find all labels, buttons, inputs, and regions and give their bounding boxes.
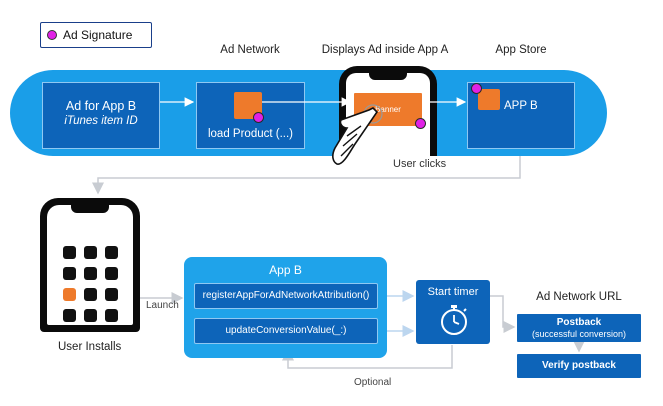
ad-signature-dot-icon xyxy=(471,83,482,94)
start-timer-label: Start timer xyxy=(427,286,479,298)
postback-box: Postback (successful conversion) xyxy=(517,314,641,342)
app-tile xyxy=(63,246,76,259)
postback-subtitle: (successful conversion) xyxy=(531,329,627,339)
optional-label: Optional xyxy=(354,377,392,388)
app-b-title: App B xyxy=(269,263,302,277)
install-phone-screen xyxy=(47,205,133,325)
stopwatch-icon xyxy=(441,305,467,335)
phone-notch xyxy=(369,73,407,80)
register-app-for-ad-network-attribution-button[interactable]: registerAppForAdNetworkAttribution() xyxy=(194,283,378,309)
app-tile xyxy=(84,246,97,259)
itunes-item-id-label: iTunes item ID xyxy=(64,115,138,127)
optional-loop-connector xyxy=(282,345,453,369)
ad-for-app-b-box: Ad for App B iTunes item ID xyxy=(42,82,160,149)
user-clicks-connector xyxy=(92,150,521,195)
app-tile xyxy=(105,309,118,322)
ad-for-app-b-title: Ad for App B xyxy=(65,99,137,113)
app-tile xyxy=(63,267,76,280)
app-tile xyxy=(84,309,97,322)
start-timer-box: Start timer xyxy=(416,280,490,344)
header-displays-ad: Displays Ad inside App A xyxy=(321,44,449,56)
banner-label: Banner xyxy=(375,105,401,114)
hand-cursor-icon xyxy=(332,104,383,165)
ad-signature-dot-icon xyxy=(47,30,57,40)
app-tile xyxy=(105,246,118,259)
user-installs-label: User Installs xyxy=(58,341,122,353)
user-clicks-label: User clicks xyxy=(393,158,447,170)
header-ad-network: Ad Network xyxy=(220,44,280,56)
header-ad-network-url: Ad Network URL xyxy=(536,291,622,303)
postback-title: Postback xyxy=(556,317,602,328)
installed-app-b-tile[interactable] xyxy=(63,288,76,301)
timer-to-postback-arrow xyxy=(490,295,516,333)
app-b-store-label: APP B xyxy=(504,100,538,112)
header-app-store: App Store xyxy=(495,44,547,56)
app-tile xyxy=(105,288,118,301)
app-tile xyxy=(105,267,118,280)
load-product-label: load Product (...) xyxy=(207,128,293,140)
update-conversion-value-button[interactable]: updateConversionValue(_:) xyxy=(194,318,378,344)
ad-signature-dot-icon xyxy=(415,118,426,129)
app-tile xyxy=(84,288,97,301)
launch-label: Launch xyxy=(146,300,179,311)
verify-postback-box: Verify postback xyxy=(517,354,641,378)
app-tile xyxy=(63,309,76,322)
legend-label: Ad Signature xyxy=(63,28,133,42)
phone-notch xyxy=(71,205,109,213)
ad-signature-legend: Ad Signature xyxy=(40,22,152,48)
ad-signature-dot-icon xyxy=(253,112,264,123)
app-b-icon-orange xyxy=(478,89,500,110)
app-tile xyxy=(84,267,97,280)
